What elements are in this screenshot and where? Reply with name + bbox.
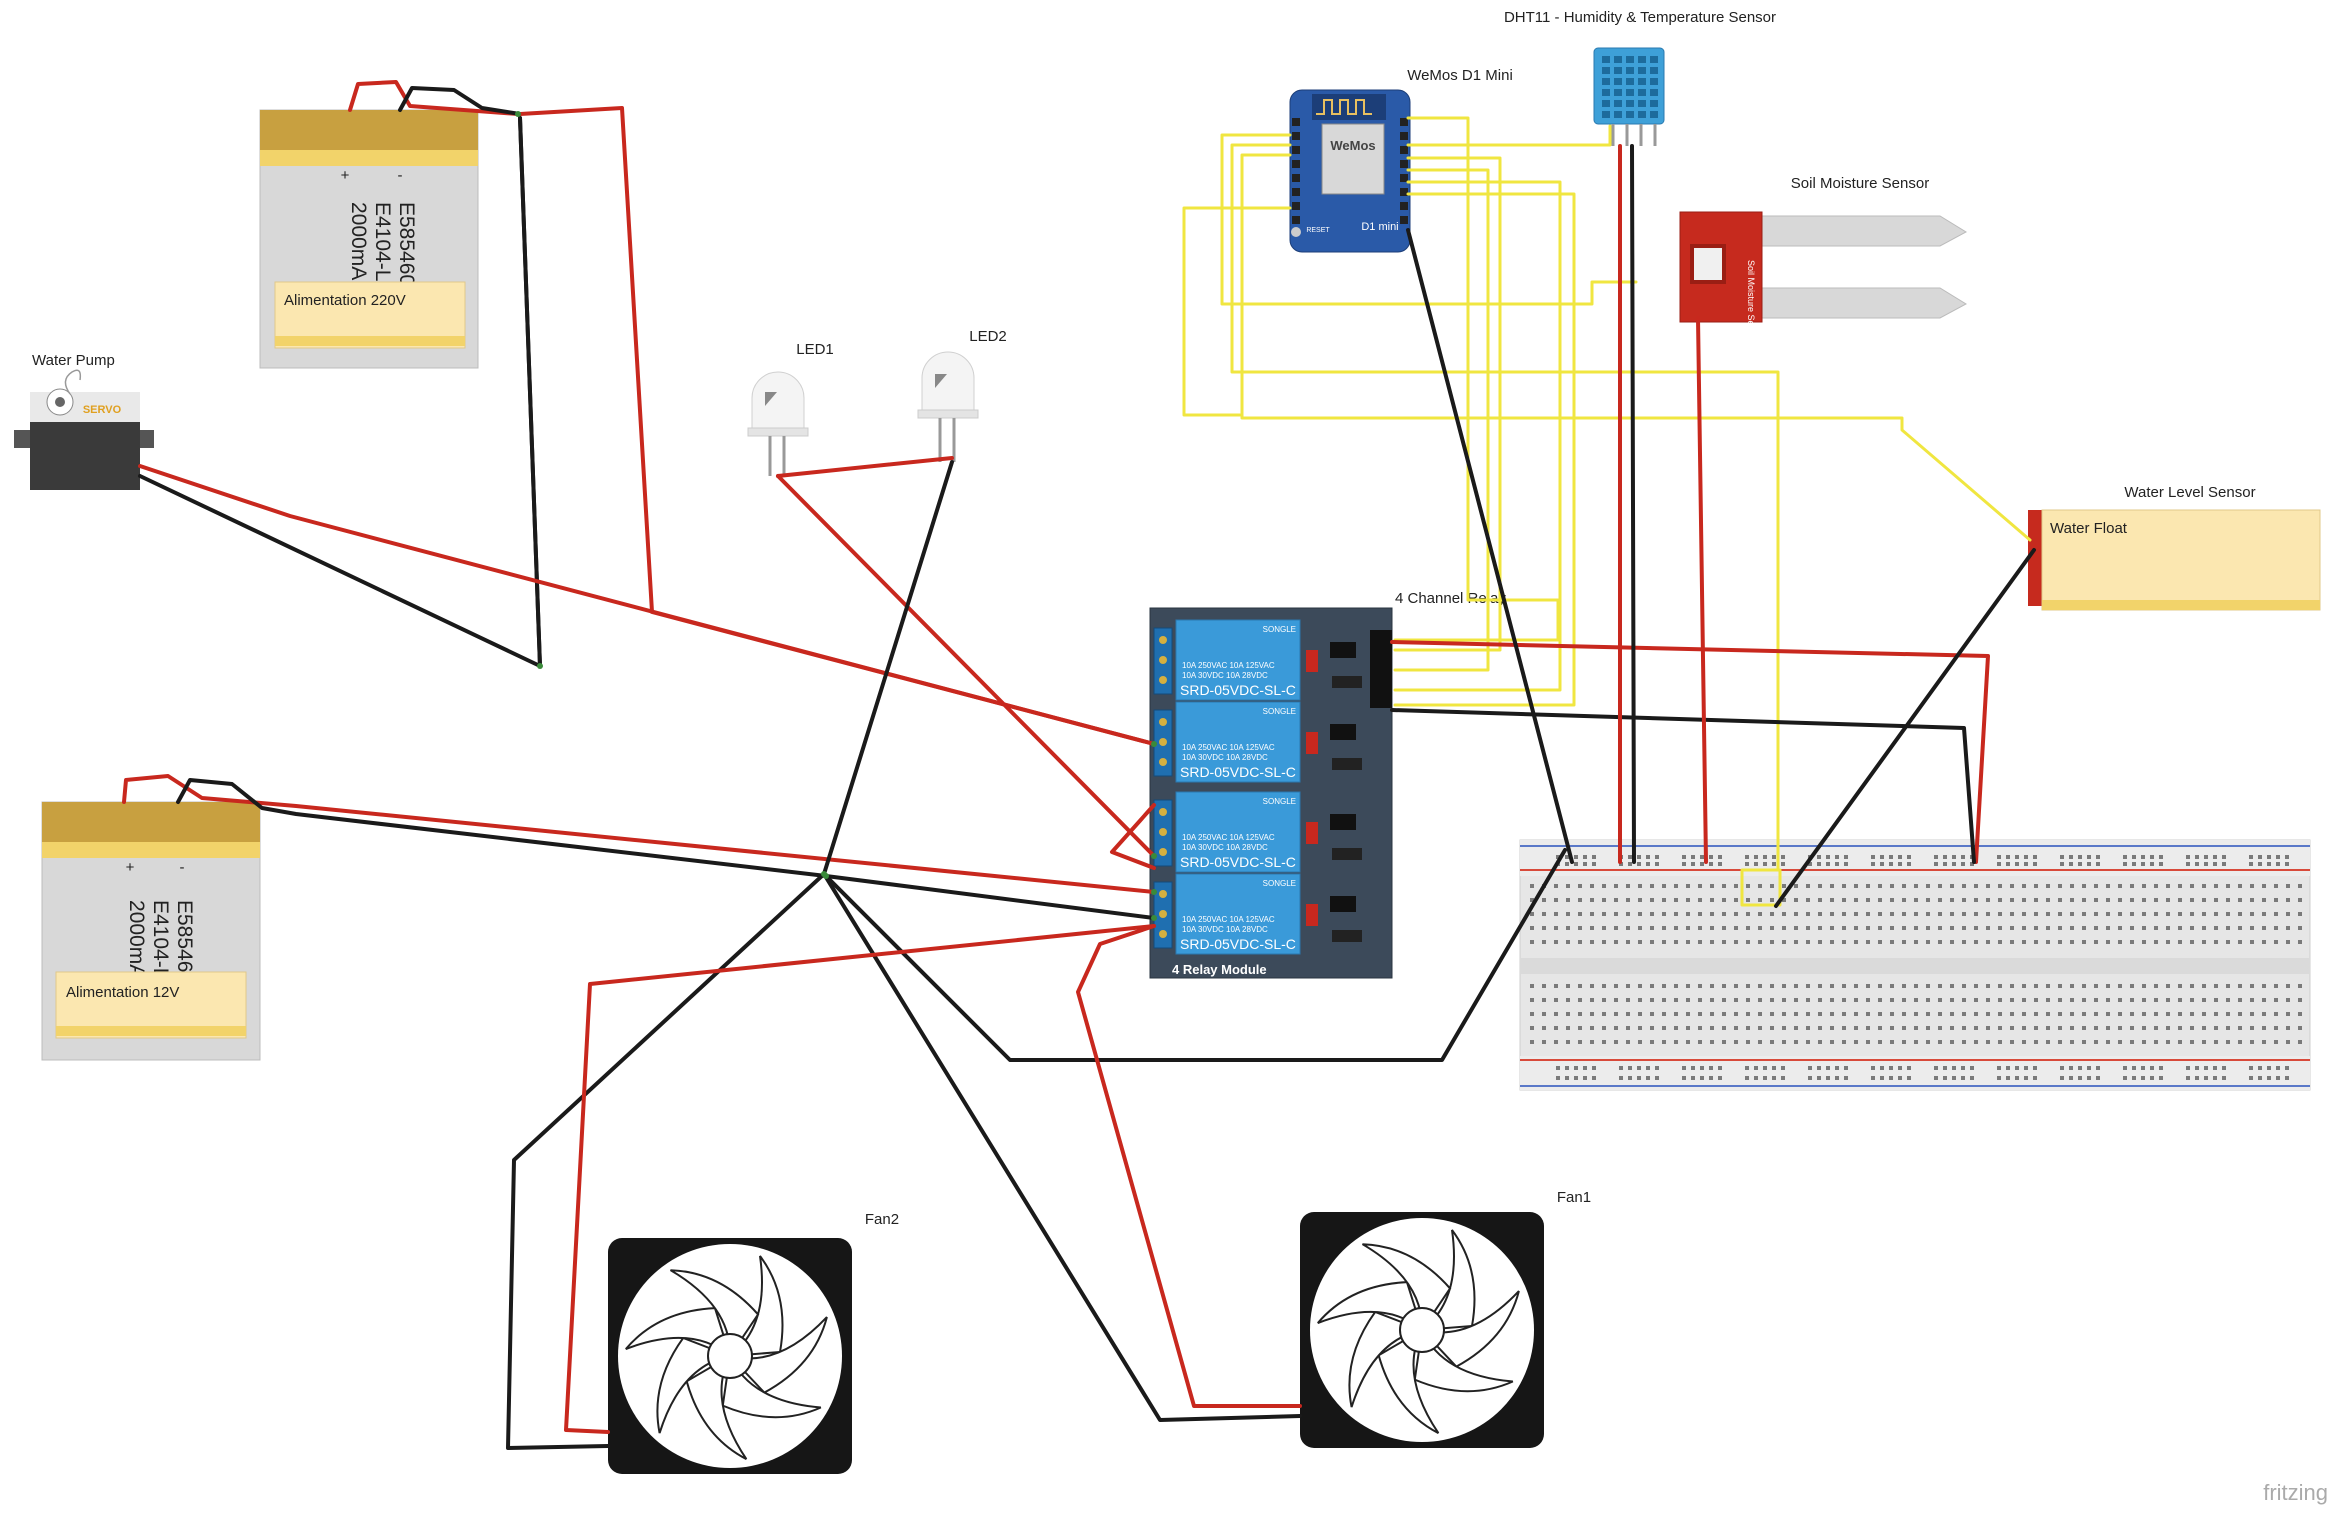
relay-coil-1 bbox=[1175, 619, 1301, 701]
led1[interactable]: LED1 bbox=[747, 341, 834, 476]
battery-220v[interactable]: + - E585460 E4104-L 2000mAh Alimentation… bbox=[259, 109, 479, 369]
relay-spec2: 10A 30VDC 10A 28VDC bbox=[1182, 925, 1268, 934]
relay-label: 4 Channel Relay bbox=[1395, 590, 1506, 607]
relay-model: SRD-05VDC-SL-C bbox=[1180, 936, 1296, 952]
fan1[interactable]: Fan1 bbox=[1300, 1189, 1591, 1448]
wires bbox=[122, 80, 2036, 1450]
relay-spec2: 10A 30VDC 10A 28VDC bbox=[1182, 753, 1268, 762]
relay-spec2: 10A 30VDC 10A 28VDC bbox=[1182, 843, 1268, 852]
relay-brand: SONGLE bbox=[1263, 625, 1296, 634]
battery-minus-label: - bbox=[398, 167, 403, 184]
dht11-vents bbox=[1602, 56, 1658, 118]
relay-brand: SONGLE bbox=[1263, 879, 1296, 888]
water-level-sensor[interactable]: Water Level Sensor Water Float bbox=[2028, 484, 2321, 611]
led2-label: LED2 bbox=[969, 328, 1007, 345]
wemos-reset: RESET bbox=[1306, 227, 1330, 234]
relay-module[interactable]: 4 Channel Relay SONGLE 10A 250VAC 10A 125… bbox=[1149, 590, 1506, 979]
battery-plus-label: + bbox=[341, 167, 350, 184]
relay-module-label: 4 Relay Module bbox=[1172, 962, 1267, 977]
wemos-d1-mini[interactable]: WeMos D1 Mini WeMos D1 mini RESET bbox=[1289, 67, 1513, 253]
battery-line3: 2000mAh bbox=[347, 202, 370, 292]
fan2[interactable]: Fan2 bbox=[608, 1211, 899, 1474]
soil-moisture-sensor[interactable]: Soil Moisture Sensor Soil Moisture Senso… bbox=[1679, 175, 1968, 343]
wemos-board: D1 mini bbox=[1361, 221, 1398, 233]
battery-220-label: Alimentation 220V bbox=[284, 292, 406, 309]
relay-model: SRD-05VDC-SL-C bbox=[1180, 764, 1296, 780]
battery-line2: E4104-L bbox=[149, 900, 172, 979]
battery-rotated-text: E585460 E4104-L 2000mAh bbox=[125, 900, 196, 990]
relay-model: SRD-05VDC-SL-C bbox=[1180, 682, 1296, 698]
fan2-label: Fan2 bbox=[865, 1211, 899, 1228]
battery-12v[interactable]: + - E585460 E4104-L 2000mAh Alimentation… bbox=[41, 801, 261, 1061]
battery-minus-label: - bbox=[180, 859, 185, 876]
wemos-brand: WeMos bbox=[1330, 138, 1375, 153]
battery-line2: E4104-L bbox=[371, 202, 394, 281]
led1-label: LED1 bbox=[796, 341, 834, 358]
breadboard[interactable] bbox=[1519, 839, 2311, 1091]
wemos-pins[interactable] bbox=[1292, 118, 1408, 224]
relay-brand: SONGLE bbox=[1263, 797, 1296, 806]
relay-coil-4 bbox=[1175, 873, 1301, 955]
water-float-label: Water Float bbox=[2050, 520, 2128, 537]
relay-spec1: 10A 250VAC 10A 125VAC bbox=[1182, 743, 1275, 752]
fan1-label: Fan1 bbox=[1557, 1189, 1591, 1206]
relay-brand: SONGLE bbox=[1263, 707, 1296, 716]
dht11-sensor[interactable]: DHT11 - Humidity & Temperature Sensor bbox=[1504, 9, 1776, 146]
battery-line1: E585460 bbox=[395, 202, 418, 286]
battery-line1: E585460 bbox=[173, 900, 196, 984]
battery-rotated-text: E585460 E4104-L 2000mAh bbox=[347, 202, 418, 292]
relay-coil-2 bbox=[1175, 701, 1301, 783]
water-level-label: Water Level Sensor bbox=[2124, 484, 2255, 501]
fritzing-watermark: fritzing bbox=[2263, 1480, 2328, 1505]
relay-spec2: 10A 30VDC 10A 28VDC bbox=[1182, 671, 1268, 680]
relay-spec1: 10A 250VAC 10A 125VAC bbox=[1182, 661, 1275, 670]
battery-plus-label: + bbox=[126, 859, 135, 876]
relay-coil-3 bbox=[1175, 791, 1301, 873]
dht11-label: DHT11 - Humidity & Temperature Sensor bbox=[1504, 9, 1776, 26]
relay-model: SRD-05VDC-SL-C bbox=[1180, 854, 1296, 870]
servo-label: SERVO bbox=[83, 404, 122, 416]
led2[interactable]: LED2 bbox=[917, 328, 1007, 462]
water-pump-label: Water Pump bbox=[32, 352, 115, 369]
battery-line3: 2000mAh bbox=[125, 900, 148, 990]
soil-chip-text: Soil Moisture Sensor bbox=[1746, 260, 1756, 343]
wemos-label: WeMos D1 Mini bbox=[1407, 67, 1513, 84]
water-pump[interactable]: Water Pump SERVO bbox=[14, 352, 154, 490]
relay-spec1: 10A 250VAC 10A 125VAC bbox=[1182, 833, 1275, 842]
battery-12-label: Alimentation 12V bbox=[66, 984, 179, 1001]
relay-spec1: 10A 250VAC 10A 125VAC bbox=[1182, 915, 1275, 924]
soil-label: Soil Moisture Sensor bbox=[1791, 175, 1929, 192]
